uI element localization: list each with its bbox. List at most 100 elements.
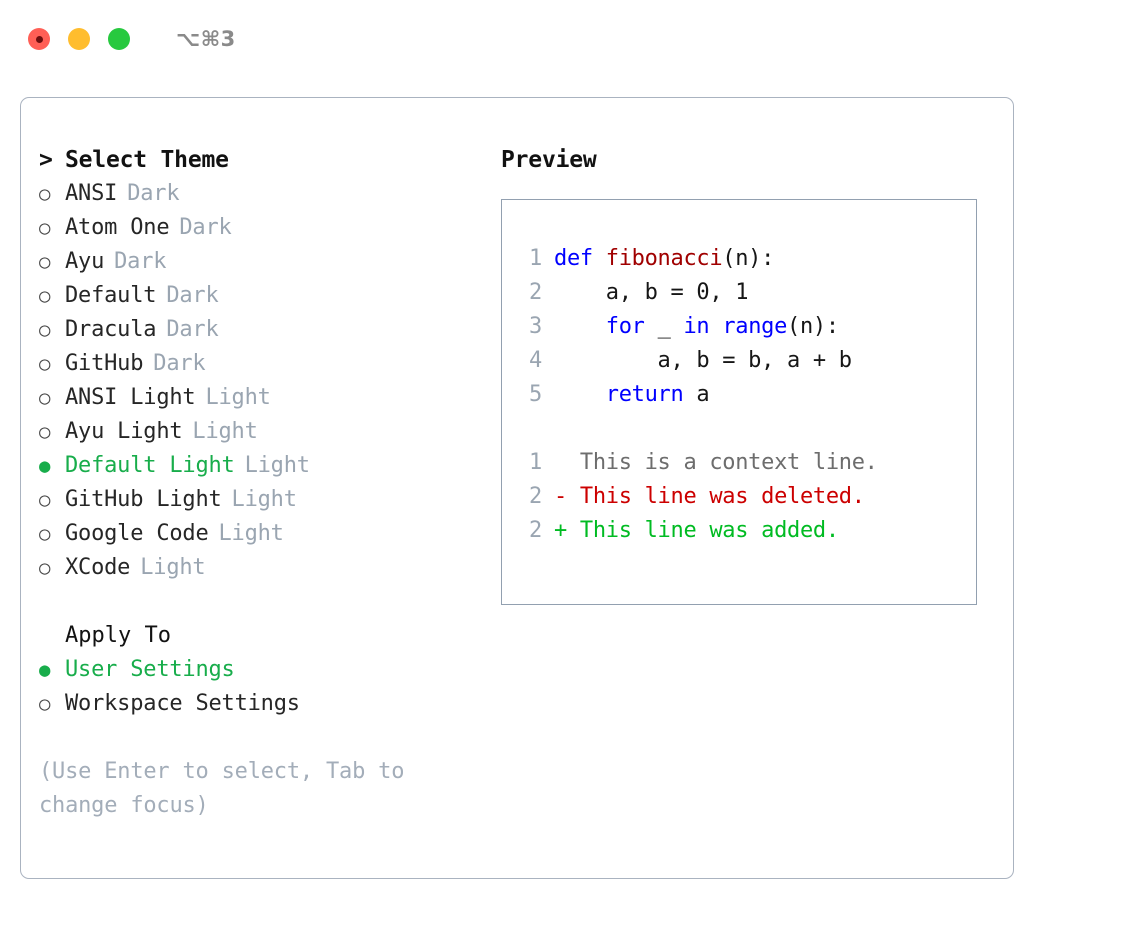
theme-variant-tag: Dark — [153, 351, 206, 376]
line-number: 3 — [529, 314, 542, 339]
line-number: 2 — [529, 484, 542, 509]
traffic-lights — [28, 28, 130, 50]
apply-to-option-workspace-settings[interactable]: ○ Workspace Settings — [39, 687, 499, 721]
radio-unselected-icon: ○ — [39, 387, 51, 409]
spacer — [39, 585, 499, 619]
theme-variant-tag: Light — [244, 453, 310, 478]
radio-unselected-icon: ○ — [39, 183, 51, 205]
keyboard-hint: (Use Enter to select, Tab to change focu… — [39, 759, 405, 818]
radio-selected-icon: ● — [39, 455, 51, 477]
close-button-icon[interactable] — [28, 28, 50, 50]
theme-name: XCode — [65, 555, 131, 580]
minimize-button-icon[interactable] — [68, 28, 90, 50]
theme-variant-tag: Light — [140, 555, 206, 580]
code-token: in — [683, 314, 710, 339]
code-line: 2 a, b = 0, 1 — [516, 276, 878, 310]
theme-option-google-code[interactable]: ○ Google Code Light — [39, 517, 499, 551]
diff-line: 2 + This line was added. — [516, 514, 878, 548]
title-bar: ⌥⌘3 — [0, 0, 1140, 78]
theme-variant-tag: Dark — [179, 215, 232, 240]
radio-unselected-icon: ○ — [39, 217, 51, 239]
theme-variant-tag: Dark — [166, 283, 219, 308]
apply-to-label: Apply To — [65, 623, 171, 648]
apply-to-heading: Apply To — [39, 619, 499, 653]
theme-variant-tag: Light — [218, 521, 284, 546]
theme-option-atom-one[interactable]: ○ Atom One Dark — [39, 211, 499, 245]
theme-name: ANSI Light — [65, 385, 196, 410]
theme-name: Dracula — [65, 317, 157, 342]
line-number: 4 — [529, 348, 542, 373]
apply-to-list: ● User Settings ○ Workspace Settings — [39, 653, 499, 721]
line-number: 1 — [529, 450, 542, 475]
keyboard-shortcut-label: ⌥⌘3 — [176, 27, 236, 51]
theme-variant-tag: Light — [231, 487, 297, 512]
radio-unselected-icon: ○ — [39, 693, 51, 715]
code-token: a — [683, 382, 710, 407]
page-title: Select Theme — [65, 147, 229, 173]
select-theme-header: > Select Theme — [39, 143, 499, 177]
code-line: 5 return a — [516, 378, 878, 412]
code-line: 4 a, b = b, a + b — [516, 344, 878, 378]
diff-text: + This line was added. — [554, 518, 839, 543]
theme-option-default-light[interactable]: ● Default Light Light — [39, 449, 499, 483]
theme-name: Default Light — [65, 453, 235, 478]
code-token — [554, 314, 606, 339]
theme-option-xcode[interactable]: ○ XCode Light — [39, 551, 499, 585]
theme-option-default[interactable]: ○ Default Dark — [39, 279, 499, 313]
zoom-button-icon[interactable] — [108, 28, 130, 50]
radio-unselected-icon: ○ — [39, 285, 51, 307]
code-token: _ — [644, 314, 684, 339]
code-token: def — [554, 246, 606, 271]
line-number: 2 — [529, 280, 542, 305]
theme-variant-tag: Dark — [166, 317, 219, 342]
theme-variant-tag: Light — [205, 385, 271, 410]
theme-option-dracula[interactable]: ○ Dracula Dark — [39, 313, 499, 347]
preview-title: Preview — [501, 147, 597, 173]
code-token — [554, 382, 606, 407]
theme-name: GitHub Light — [65, 487, 222, 512]
code-blank-line — [516, 412, 878, 446]
code-token: for — [605, 314, 645, 339]
theme-option-ansi-light[interactable]: ○ ANSI Light Light — [39, 381, 499, 415]
theme-name: Atom One — [65, 215, 170, 240]
theme-name: Ayu Light — [65, 419, 183, 444]
code-token: fibonacci — [605, 246, 723, 271]
theme-name: Default — [65, 283, 157, 308]
code-token: a, b = b, a + b — [554, 348, 853, 373]
code-token: (n): — [787, 314, 839, 339]
theme-name: Google Code — [65, 521, 209, 546]
code-token: a, b = 0, 1 — [554, 280, 749, 305]
radio-selected-icon: ● — [39, 659, 51, 681]
radio-unselected-icon: ○ — [39, 523, 51, 545]
radio-unselected-icon: ○ — [39, 421, 51, 443]
apply-to-option-user-settings[interactable]: ● User Settings — [39, 653, 499, 687]
code-line: 3 for _ in range(n): — [516, 310, 878, 344]
radio-unselected-icon: ○ — [39, 353, 51, 375]
diff-text: - This line was deleted. — [554, 484, 865, 509]
line-number: 5 — [529, 382, 542, 407]
code-token — [709, 314, 722, 339]
radio-unselected-icon: ○ — [39, 557, 51, 579]
line-number: 2 — [529, 518, 542, 543]
caret-right-icon: > — [39, 147, 53, 173]
apply-to-name: User Settings — [65, 657, 235, 682]
diff-line: 2 - This line was deleted. — [516, 480, 878, 514]
code-token: range — [722, 314, 788, 339]
apply-to-name: Workspace Settings — [65, 691, 300, 716]
radio-unselected-icon: ○ — [39, 319, 51, 341]
theme-variant-tag: Dark — [127, 181, 180, 206]
radio-unselected-icon: ○ — [39, 251, 51, 273]
